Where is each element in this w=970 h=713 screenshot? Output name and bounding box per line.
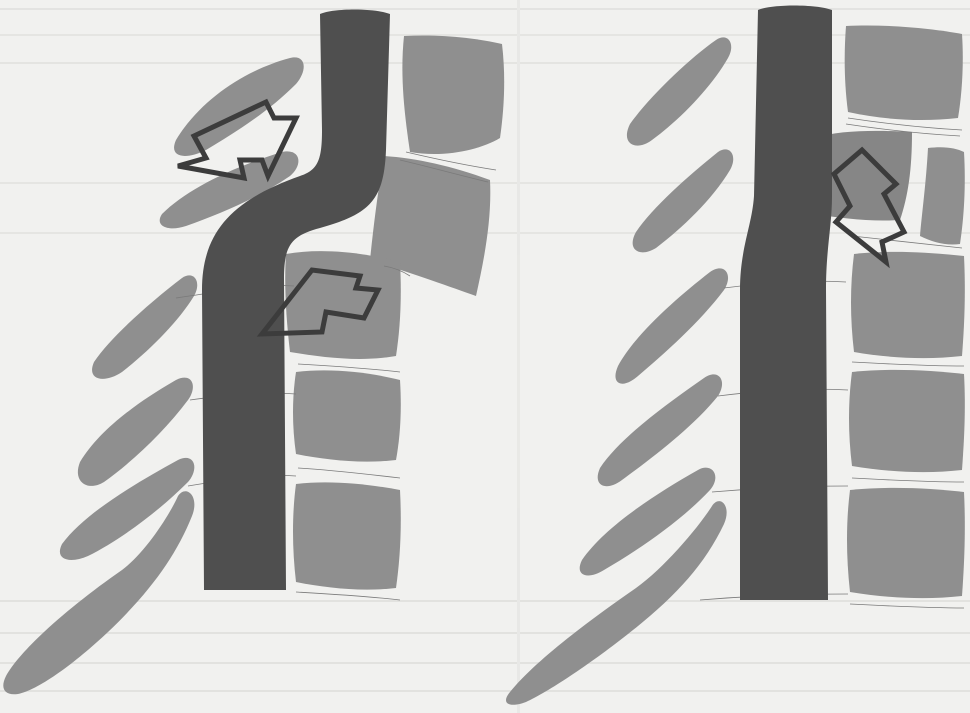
right-panel (506, 6, 965, 705)
spinous-process-3 (92, 275, 197, 378)
vertebral-body-3-displaced (285, 251, 401, 359)
left-panel (3, 10, 504, 695)
vertebral-body-r3 (851, 252, 965, 358)
fracture-fragment-r (920, 147, 965, 244)
vertebral-body-5 (293, 482, 401, 589)
spinous-process-r1 (627, 37, 731, 145)
vertebral-body-r5 (847, 488, 965, 598)
vertebral-body-r1 (845, 25, 963, 120)
spinous-process-r2 (633, 149, 734, 252)
spinous-process-r3 (615, 268, 728, 383)
vertebral-body-r4 (849, 370, 965, 472)
vertebral-body-1 (402, 35, 504, 154)
spinal-cord-right (740, 6, 832, 601)
vertebral-body-4 (293, 370, 401, 461)
